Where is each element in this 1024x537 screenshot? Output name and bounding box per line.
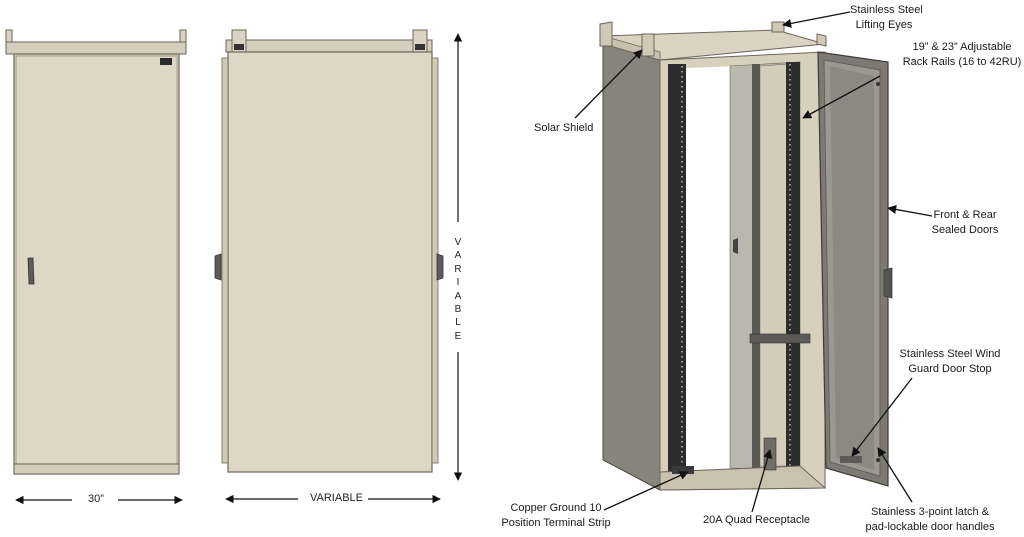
arrow-lifting-eyes [782,11,851,28]
height-label: V A R I A B L E [454,237,462,342]
callout-rack-rails: 19” & 23” Adjustable Rack Rails (16 to 4… [902,41,1022,68]
arrow-latch [877,447,913,503]
callout-arrows [574,11,933,513]
callout-door-stop: Stainless Steel Wind Guard Door Stop [899,348,1001,375]
side-view-cabinet [214,29,444,473]
isometric-cabinet [599,21,893,491]
arrow-receptacle [751,449,773,513]
arrow-doors [887,204,933,217]
arrow-door-stop [851,377,913,457]
front-view-cabinet [5,29,187,475]
callout-solar-shield: Solar Shield [534,122,594,134]
arrow-terminal-strip [603,471,689,511]
callout-doors: Front & Rear Sealed Doors [931,209,999,236]
front-width-label: 30” [88,493,104,505]
callout-lifting-eyes: Stainless Steel Lifting Eyes [850,4,923,31]
callout-latch: Stainless 3-point latch & pad-lockable d… [865,506,995,533]
callout-terminal-strip: Copper Ground 10 Position Terminal Strip [501,502,611,529]
callout-receptacle: 20A Quad Receptacle [703,514,811,526]
arrow-rack-rails [802,75,881,119]
arrow-solar-shield [574,49,643,119]
side-width-label: VARIABLE [310,492,363,504]
